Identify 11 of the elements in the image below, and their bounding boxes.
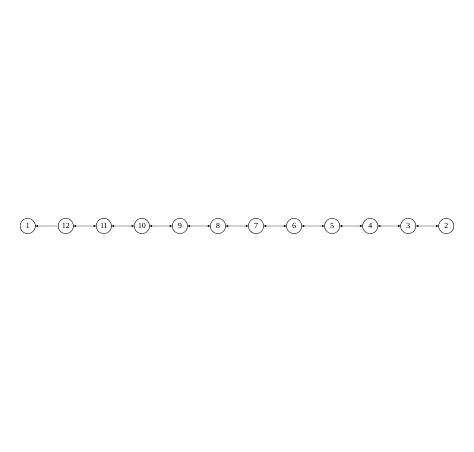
arrow: [225, 224, 249, 228]
arrow: [111, 224, 134, 228]
arrow: [187, 224, 211, 228]
arrow: [149, 224, 172, 228]
arrow: [416, 224, 439, 228]
arrow: [378, 224, 401, 228]
arrow: [73, 224, 96, 228]
arrow: [263, 224, 287, 228]
arrow: [301, 224, 325, 228]
arrow: [35, 224, 58, 228]
arrow: [340, 224, 363, 228]
